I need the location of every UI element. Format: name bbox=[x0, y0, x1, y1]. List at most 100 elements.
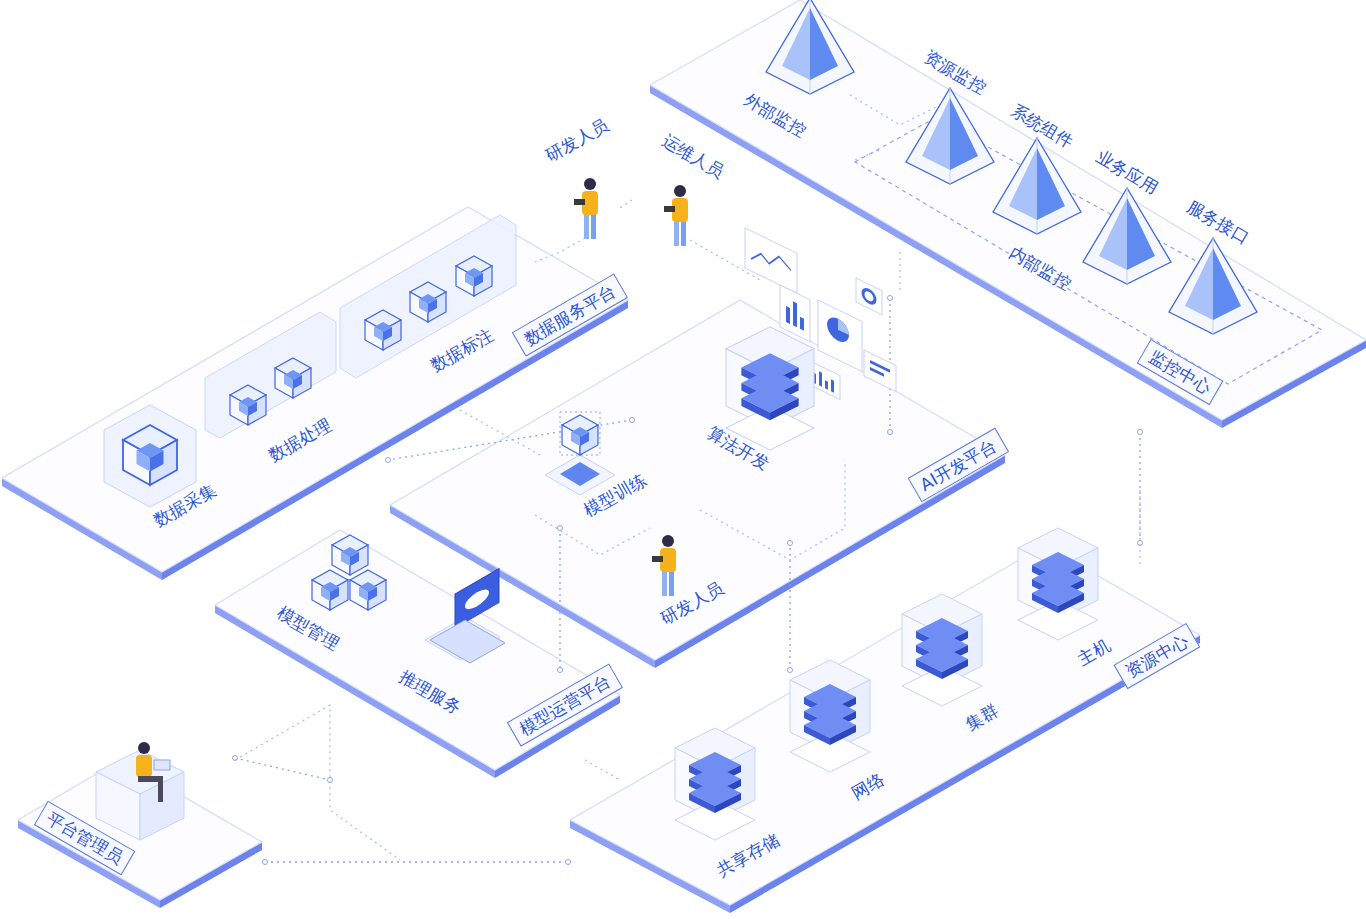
platform-shape bbox=[568, 543, 1202, 915]
illustration-part bbox=[745, 228, 797, 293]
role-label: 运维人员 bbox=[654, 127, 732, 186]
region-label: 内部监控 bbox=[1001, 239, 1079, 298]
illustration-part bbox=[123, 425, 177, 485]
illustration-part bbox=[870, 367, 884, 377]
illustration-part bbox=[856, 278, 882, 315]
component-label: 网络 bbox=[848, 769, 888, 804]
component-label: 集群 bbox=[962, 700, 1002, 735]
dotted-connector bbox=[265, 861, 568, 862]
platform-tag: AI开发平台 bbox=[907, 428, 1008, 503]
illustration-part bbox=[726, 327, 814, 450]
component-label: 服务接口 bbox=[1183, 196, 1252, 248]
component-label: 资源监控 bbox=[920, 46, 989, 98]
platform-band: 数据服务平台数据采集数据处理 数据标注 bbox=[0, 205, 632, 585]
illustration-part bbox=[154, 760, 170, 770]
connector-dot bbox=[888, 430, 893, 435]
component-label: 推理服务 bbox=[395, 666, 464, 718]
dotted-connector bbox=[235, 758, 330, 780]
component-label-box: 集群 bbox=[958, 696, 1007, 738]
illustration-part bbox=[235, 705, 400, 860]
component-label-box: 模型训练 bbox=[576, 466, 654, 525]
component-label: 业务应用 bbox=[1092, 146, 1161, 198]
illustration-part bbox=[123, 425, 177, 485]
illustration-part bbox=[365, 310, 401, 350]
platform-tag: 监控中心 bbox=[1137, 339, 1224, 406]
illustration-part bbox=[585, 760, 620, 780]
connector-dot bbox=[888, 296, 893, 301]
illustration-part bbox=[838, 319, 849, 335]
illustration-part bbox=[751, 243, 791, 279]
component-label: 共享存储 bbox=[713, 829, 782, 881]
illustration-part bbox=[1139, 490, 1140, 565]
connector-dot bbox=[263, 860, 268, 865]
platform-tag: 平台管理员 bbox=[33, 801, 135, 876]
monitor-region: 内部监控资源监控系统组件业务应用服务接口 bbox=[850, 55, 1326, 393]
component-label-box: 模型管理 bbox=[269, 599, 347, 658]
component-label-box: 主机 bbox=[1070, 631, 1119, 673]
connector-dot bbox=[386, 458, 391, 463]
connector-dot bbox=[558, 668, 563, 673]
platform-band: 模型运营平台模型管理推理服务 bbox=[213, 528, 622, 780]
component-label-box: 服务接口 bbox=[1179, 193, 1257, 252]
illustration-part bbox=[560, 462, 600, 486]
component-label-box: 推理服务 bbox=[391, 663, 469, 722]
platform-top bbox=[570, 545, 1200, 905]
illustration-part bbox=[793, 301, 797, 327]
illustration-part bbox=[410, 282, 446, 322]
illustration-part bbox=[1018, 528, 1098, 640]
connector-dot bbox=[566, 860, 571, 865]
component-label: 数据采集 bbox=[150, 479, 219, 531]
platform-shape bbox=[0, 205, 632, 585]
component-label: 算法开发 bbox=[703, 422, 772, 474]
component-label: 主机 bbox=[1074, 635, 1114, 670]
platform-tag: 资源中心 bbox=[1114, 623, 1201, 690]
platform-band: 资源中心共享存储 网络 集群 主机 bbox=[568, 543, 1202, 915]
illustration-part bbox=[675, 728, 755, 840]
platform-band: 监控中心外部监控内部监控资源监控系统组件业务应用服务接口 bbox=[648, 0, 1366, 432]
people bbox=[96, 178, 688, 840]
component-label-box: 共享存储 bbox=[709, 826, 787, 885]
illustration-part bbox=[745, 228, 797, 293]
connector-dot bbox=[788, 541, 793, 546]
component-label: 外部监控 bbox=[740, 89, 809, 141]
illustration-part bbox=[863, 287, 875, 305]
illustration-part bbox=[138, 742, 150, 754]
component-label-box: 数据标注 bbox=[423, 321, 501, 380]
illustration-part bbox=[136, 755, 152, 777]
illustration-part bbox=[726, 327, 814, 450]
component-label-box: 网络 bbox=[844, 765, 893, 807]
component-label: 模型管理 bbox=[273, 602, 342, 654]
region-outline bbox=[850, 55, 1326, 393]
illustration-part bbox=[664, 185, 688, 246]
platform-tag: 数据服务平台 bbox=[512, 273, 628, 357]
dashed-region bbox=[855, 118, 1322, 384]
connector-dot bbox=[1138, 430, 1143, 435]
platform-top bbox=[215, 530, 620, 770]
illustration-part bbox=[856, 278, 882, 315]
component-label-box: 数据采集 bbox=[146, 476, 224, 535]
connector-dot bbox=[558, 526, 563, 531]
component-label-box: 数据处理 bbox=[261, 411, 339, 470]
illustration-part bbox=[456, 256, 492, 296]
platform-shape bbox=[213, 528, 622, 780]
illustration-part bbox=[899, 250, 900, 290]
illustration-part bbox=[825, 380, 828, 389]
component-label: 数据标注 bbox=[427, 324, 496, 376]
platform-band: AI开发平台模型训练算法开发 bbox=[388, 298, 1007, 670]
connector-dot bbox=[630, 418, 635, 423]
component-label-box: 业务应用 bbox=[1088, 143, 1166, 202]
platform-band: 平台管理员 bbox=[15, 758, 265, 910]
illustration-part bbox=[827, 313, 849, 346]
component-label-box: 算法开发 bbox=[699, 419, 777, 478]
platform-side bbox=[650, 85, 1222, 428]
illustration-part bbox=[620, 200, 632, 208]
illustration-part bbox=[831, 379, 834, 392]
platform-top bbox=[650, 0, 1366, 420]
component-label-box: 系统组件 bbox=[1003, 97, 1081, 156]
illustration-part bbox=[158, 776, 163, 802]
role-label: 研发人员 bbox=[538, 111, 616, 170]
illustration-part bbox=[465, 585, 489, 613]
illustration-part bbox=[456, 256, 492, 296]
platform-shape bbox=[648, 0, 1366, 432]
